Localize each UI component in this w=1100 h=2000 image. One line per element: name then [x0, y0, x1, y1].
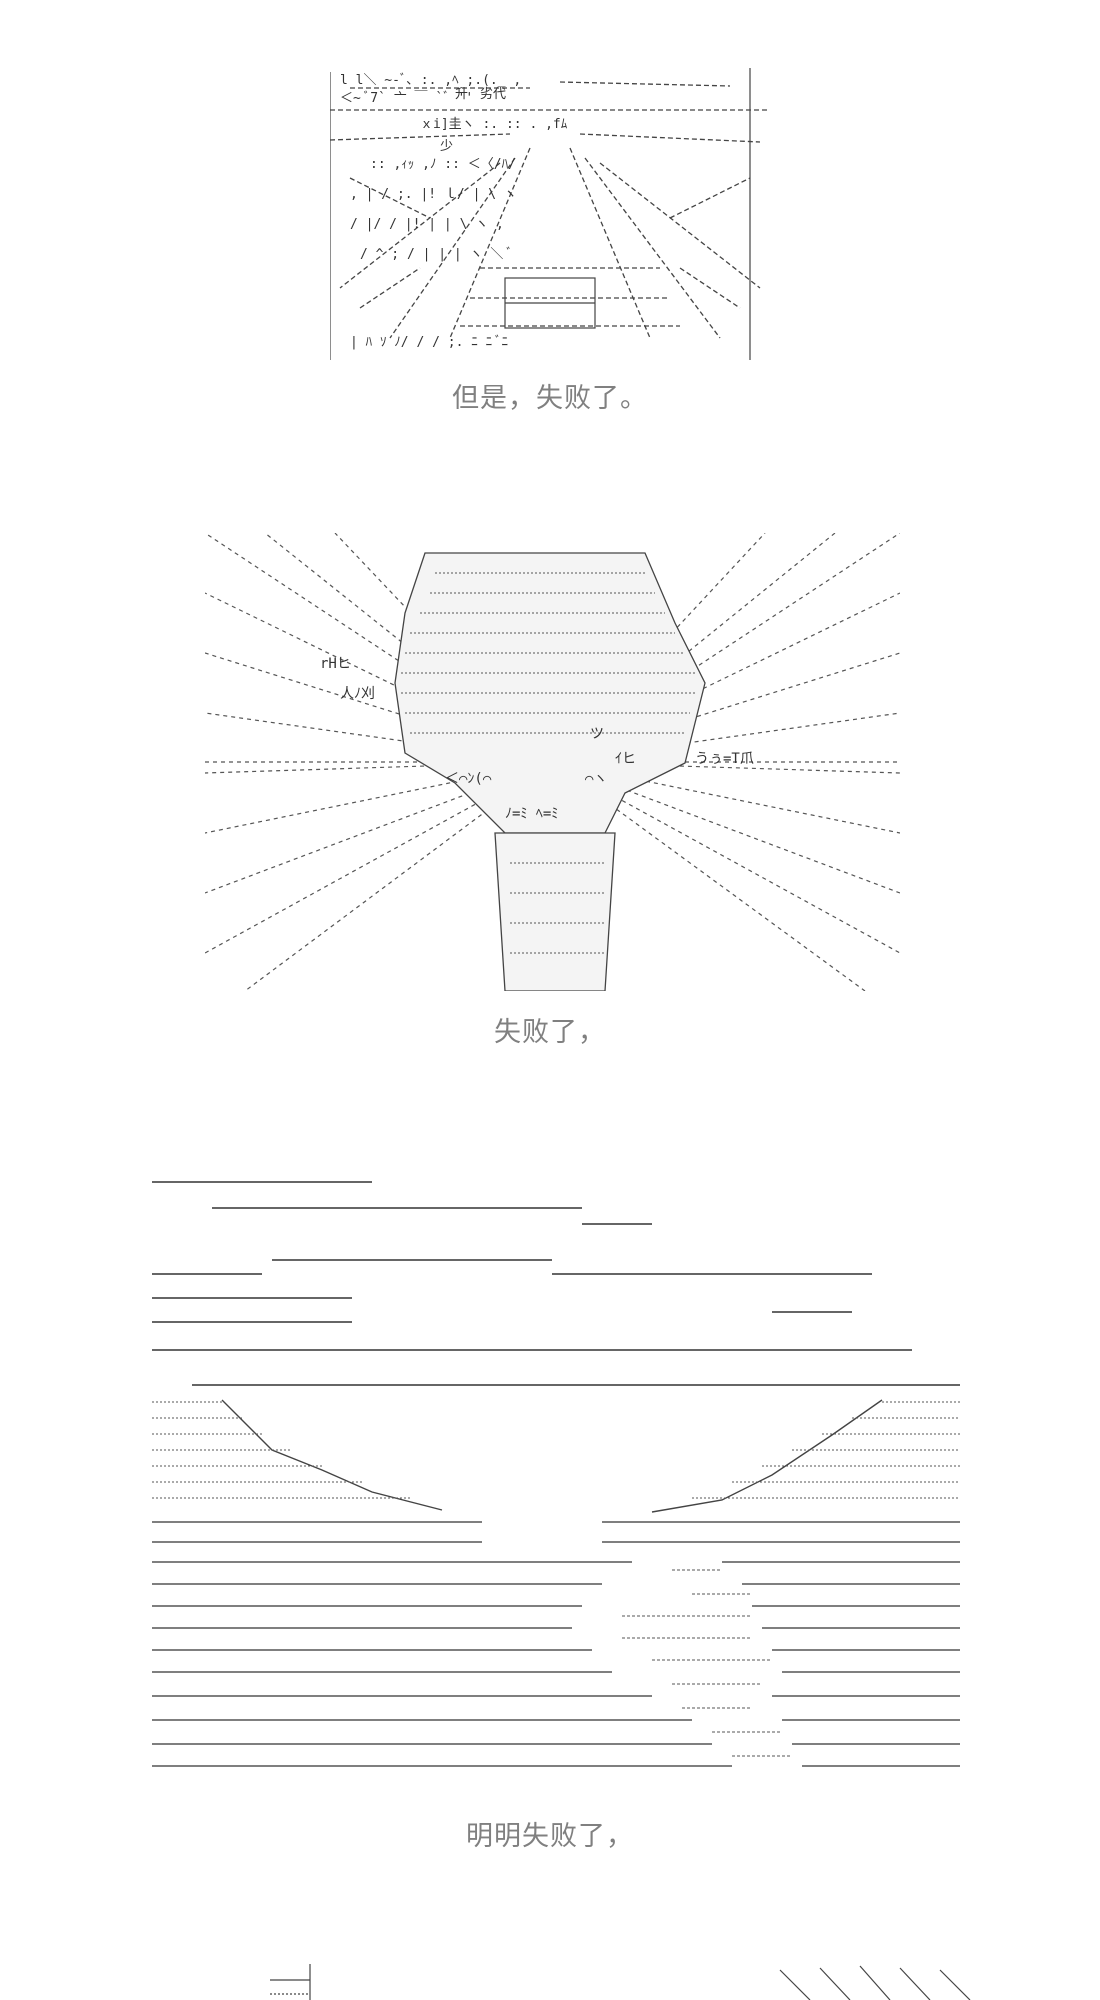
caption-clearly-failed: 明明失败了，: [466, 1821, 634, 1852]
svg-text:⌒ヽ: ⌒ヽ: [585, 771, 607, 787]
svg-text:/ ^ ; / | | | ヽ ＼ ﾞ: / ^ ; / | | | ヽ ＼ ﾞ: [360, 247, 513, 262]
art-label-b: 劣代: [480, 87, 506, 102]
eye-shape: [221, 1399, 883, 1513]
hair-shading: [401, 572, 695, 954]
svg-text:| ﾊ ｿ ﾉ/ / / ;. ﾆ ﾆ ﾞﾆ: | ﾊ ｿ ﾉ/ / / ;. ﾆ ﾆ ﾞﾆ: [350, 335, 508, 350]
ascii-art-figure-1: l l＼ ~-ﾞ､ :. ,ﾍ ;.(._ , ＜~ ﾞ7` 亠 ￣ `ﾞ ''…: [330, 68, 770, 360]
art-glyphs: l l＼ ~-ﾞ､ :. ,ﾍ ;.(._ , ＜~ ﾞ7` 亠 ￣ `ﾞ ''…: [340, 73, 568, 350]
ascii-art-figure-3: [152, 1181, 960, 1767]
ascii-art-figure-2: ＜⌒ﾝ(⌒ ⌒ヽ ﾉ=ﾐ ﾍ=ﾐ rHヒ 人ﾉ刈 ツ ｲヒ うぅ=T爪: [205, 533, 900, 991]
caption-failed: 失败了，: [494, 1017, 606, 1048]
svg-text:/ |/ / |! | | \ ヽ ,: / |/ / |! | | \ ヽ ,: [350, 217, 504, 232]
art-label-uu: うぅ=T爪: [695, 751, 754, 767]
art-label-tsu: ツ: [590, 726, 604, 742]
svg-text::: ,ｨｯ ,ﾉ :: ＜〈/ﾊ/: :: ,ｨｯ ,ﾉ :: ＜〈/ﾊ/: [370, 157, 516, 172]
art-solid-lines: [330, 68, 751, 360]
ascii-art-panel-4-partial: [260, 1960, 1000, 2000]
svg-text:, | / ;. |! ｌ/ | \ ヽ: , | / ;. |! ｌ/ | \ ヽ: [350, 187, 517, 202]
eye-shading: [152, 1401, 960, 1499]
ascii-art-panel-2: ＜⌒ﾝ(⌒ ⌒ヽ ﾉ=ﾐ ﾍ=ﾐ rHヒ 人ﾉ刈 ツ ｲヒ うぅ=T爪: [205, 533, 900, 991]
lower-lines: [152, 1521, 960, 1767]
svg-text:ﾉ=ﾐ ﾍ=ﾐ: ﾉ=ﾐ ﾍ=ﾐ: [505, 806, 558, 822]
art-glyphs-2: ＜⌒ﾝ(⌒ ⌒ヽ ﾉ=ﾐ ﾍ=ﾐ rHヒ 人ﾉ刈 ツ ｲヒ うぅ=T爪: [320, 656, 754, 822]
art-label-rhe: rHヒ: [320, 656, 351, 672]
art-label-ihi: ｲヒ: [615, 751, 636, 767]
ascii-art-figure-4: [270, 1964, 971, 2000]
upper-lines: [152, 1181, 960, 1386]
svg-text:ｘi]圭ヽ :. :: . ,fﾑ: ｘi]圭ヽ :. :: . ,fﾑ: [420, 117, 568, 132]
art-lines: [330, 81, 770, 339]
partial-lines: [270, 1964, 971, 2000]
art-label-a: 升: [455, 87, 468, 102]
svg-text:＜~ ﾞ7` 亠 ￣ `ﾞ '': ＜~ ﾞ7` 亠 ￣ `ﾞ '': [340, 91, 473, 106]
svg-text:l l＼ ~-ﾞ､ :. ,ﾍ ;.(._ ,: l l＼ ~-ﾞ､ :. ,ﾍ ;.(._ ,: [340, 73, 521, 88]
caption-but-failed: 但是，失败了。: [452, 383, 648, 414]
ascii-art-panel-3: [152, 1170, 960, 1785]
art-label-person: 人ﾉ刈: [340, 686, 375, 702]
art-label-c: 少: [440, 139, 453, 154]
tear-drops: [622, 1569, 792, 1757]
svg-text:＜⌒ﾝ(⌒: ＜⌒ﾝ(⌒: [445, 771, 492, 787]
ascii-art-panel-1: l l＼ ~-ﾞ､ :. ,ﾍ ;.(._ , ＜~ ﾞ7` 亠 ￣ `ﾞ ''…: [330, 68, 770, 360]
character-figure: [394, 552, 706, 991]
